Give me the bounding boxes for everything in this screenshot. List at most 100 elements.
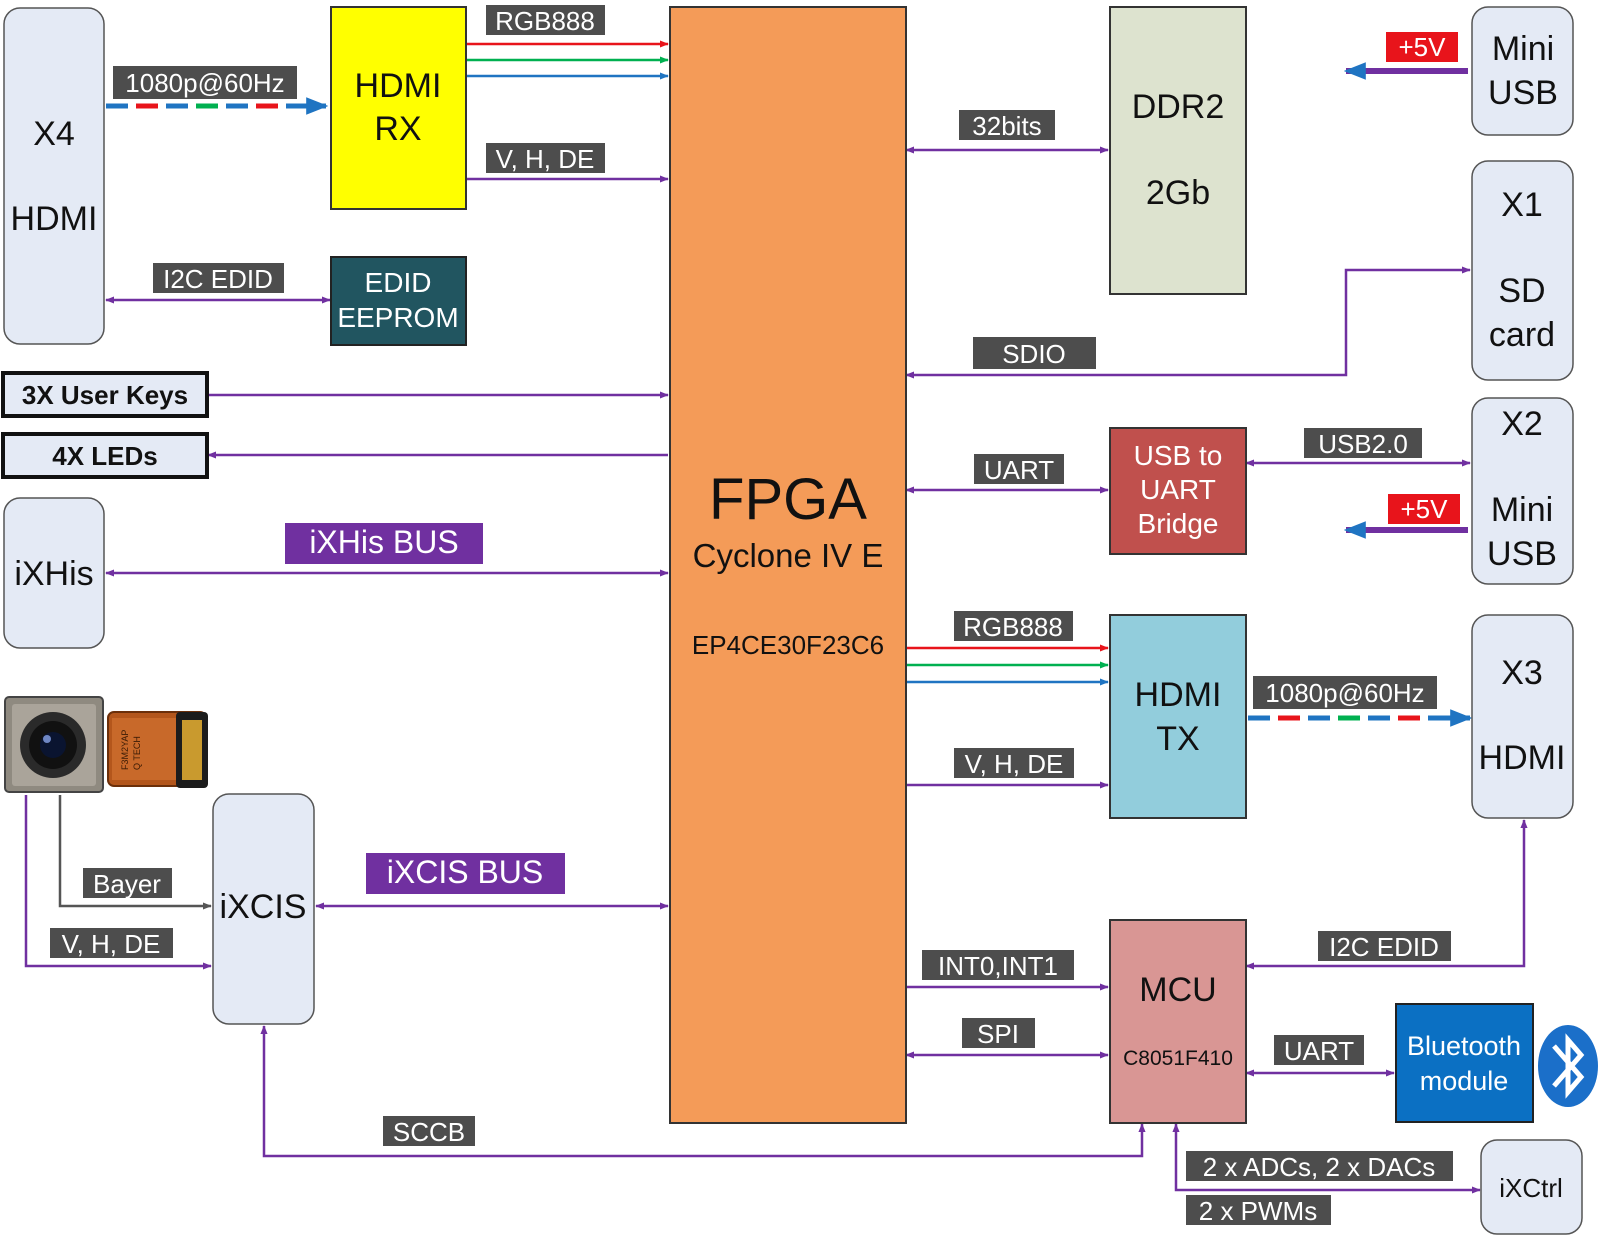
label-power-top-text: +5V: [1399, 32, 1447, 62]
fpga-part-number: EP4CE30F23C6: [692, 630, 884, 660]
ixctrl-connector: iXCtrl: [1480, 1139, 1583, 1235]
card-label: card: [1489, 316, 1555, 354]
x2-usb-label: USB: [1487, 535, 1557, 573]
fpga-title: FPGA: [709, 467, 867, 532]
rx-rgb-link: [466, 40, 669, 80]
ixcis-connector: iXCIS: [212, 793, 315, 1025]
label-i2c-edid-right-text: I2C EDID: [1329, 932, 1439, 962]
ddr2-size: 2Gb: [1146, 174, 1210, 212]
edid-eeprom-block: EDID EEPROM: [330, 256, 467, 346]
hdmi-rx-block: HDMI RX: [330, 6, 467, 210]
tx-rgb-link: [906, 644, 1109, 686]
hdmi-tx-label-2: TX: [1156, 720, 1199, 758]
label-uart-fpga-text: UART: [984, 455, 1054, 485]
label-uart-bt-text: UART: [1284, 1036, 1354, 1066]
fpga-family: Cyclone IV E: [693, 537, 884, 574]
ixctrl-label: iXCtrl: [1499, 1173, 1563, 1203]
edid-eeprom-label-2: EEPROM: [337, 302, 458, 333]
label-ixhis-bus: iXHis BUS: [285, 523, 483, 564]
label-spi-text: SPI: [977, 1019, 1019, 1049]
label-uart-fpga: UART: [974, 454, 1064, 485]
x2-mini-usb-connector: X2 Mini USB: [1471, 397, 1574, 585]
edid-right-link: [1245, 819, 1528, 970]
label-sccb: SCCB: [383, 1116, 475, 1147]
edid-eeprom-label: EDID: [365, 267, 432, 298]
x1-sd-card-connector: X1 SD card: [1471, 160, 1574, 381]
x4-hdmi-connector: X4 HDMI: [3, 7, 105, 345]
label-i2c-edid-left-text: I2C EDID: [163, 264, 273, 294]
label-bayer: Bayer: [83, 868, 172, 899]
bluetooth-label-1: Bluetooth: [1407, 1031, 1521, 1061]
camera-marking-1: F3M2YAP: [120, 730, 130, 770]
mcu-part-number: C8051F410: [1123, 1047, 1233, 1070]
label-adc-dac: 2 x ADCs, 2 x DACs: [1186, 1151, 1453, 1182]
label-int-text: INT0,INT1: [938, 951, 1058, 981]
label-spi: SPI: [962, 1018, 1035, 1049]
label-sccb-text: SCCB: [393, 1117, 465, 1147]
label-cam-sync-text: V, H, DE: [62, 929, 161, 959]
label-power-bottom-text: +5V: [1401, 494, 1449, 524]
label-rx-video: 1080p@60Hz: [113, 66, 297, 99]
ixhis-connector: iXHis: [3, 497, 105, 649]
bluetooth-module-block: Bluetooth module: [1395, 1003, 1534, 1123]
label-power-top: +5V: [1386, 32, 1458, 62]
label-usb20-text: USB2.0: [1318, 429, 1408, 459]
camera-module-icon: F3M2YAP Q TECH: [4, 696, 208, 793]
label-pwm-text: 2 x PWMs: [1199, 1196, 1317, 1226]
label-i2c-edid-right: I2C EDID: [1318, 931, 1451, 962]
sccb-link: [260, 1025, 1146, 1158]
label-ixcis-bus-text: iXCIS BUS: [387, 854, 543, 890]
label-usb20: USB2.0: [1304, 428, 1422, 459]
label-tx-rgb: RGB888: [954, 611, 1073, 642]
user-keys-label: 3X User Keys: [22, 380, 188, 410]
ixhis-label: iXHis: [14, 555, 93, 593]
x1-label: X1: [1501, 186, 1543, 224]
ixcis-label: iXCIS: [220, 888, 307, 926]
label-power-bottom: +5V: [1388, 494, 1460, 524]
label-adc-dac-text: 2 x ADCs, 2 x DACs: [1203, 1152, 1436, 1182]
leds-block: 4X LEDs: [1, 432, 209, 479]
label-ddr-bits-text: 32bits: [972, 111, 1041, 141]
mini-usb-label: Mini: [1492, 30, 1554, 68]
sd-label: SD: [1498, 272, 1545, 310]
x3-hdmi-connector: X3 HDMI: [1471, 614, 1574, 819]
user-keys-block: 3X User Keys: [1, 371, 209, 418]
ddr2-label: DDR2: [1132, 88, 1225, 126]
bluetooth-icon: [1538, 1025, 1598, 1107]
label-tx-video-text: 1080p@60Hz: [1265, 678, 1424, 708]
camera-marking-2: Q TECH: [132, 736, 142, 770]
label-ixhis-bus-text: iXHis BUS: [309, 524, 458, 560]
sdio-link: [905, 266, 1471, 379]
usb-uart-label-3: Bridge: [1138, 508, 1219, 539]
x3-label: X3: [1501, 654, 1543, 692]
mcu-block: MCU C8051F410: [1109, 919, 1247, 1124]
label-cam-sync: V, H, DE: [50, 928, 173, 959]
usb-uart-label-1: USB to: [1134, 440, 1223, 471]
ixctrl-link: [1172, 1123, 1481, 1194]
label-sdio: SDIO: [973, 337, 1096, 369]
x4-label: X4: [33, 115, 75, 153]
mini-usb-connector: Mini USB: [1471, 6, 1574, 136]
label-tx-video: 1080p@60Hz: [1253, 676, 1437, 709]
hdmi-rx-label: HDMI: [355, 67, 442, 105]
x2-label: X2: [1501, 405, 1543, 443]
usb-uart-label-2: UART: [1140, 474, 1216, 505]
label-i2c-edid-left: I2C EDID: [153, 263, 284, 294]
label-ddr-bits: 32bits: [959, 110, 1055, 141]
label-rx-rgb: RGB888: [486, 5, 605, 36]
cam-sync-link: [24, 795, 212, 970]
x3-hdmi-label: HDMI: [1479, 739, 1566, 777]
label-tx-rgb-text: RGB888: [963, 612, 1063, 642]
label-tx-sync: V, H, DE: [954, 748, 1074, 779]
label-bayer-text: Bayer: [93, 869, 161, 899]
label-rx-video-text: 1080p@60Hz: [125, 68, 284, 98]
hdmi-rx-label-2: RX: [374, 110, 421, 148]
x2-mini-label: Mini: [1491, 491, 1553, 529]
hdmi-tx-block: HDMI TX: [1109, 614, 1247, 819]
label-rx-rgb-text: RGB888: [495, 6, 595, 36]
label-rx-sync: V, H, DE: [486, 143, 605, 174]
label-sdio-text: SDIO: [1002, 339, 1066, 369]
mini-usb-label-2: USB: [1488, 74, 1558, 112]
mcu-title: MCU: [1139, 971, 1216, 1009]
